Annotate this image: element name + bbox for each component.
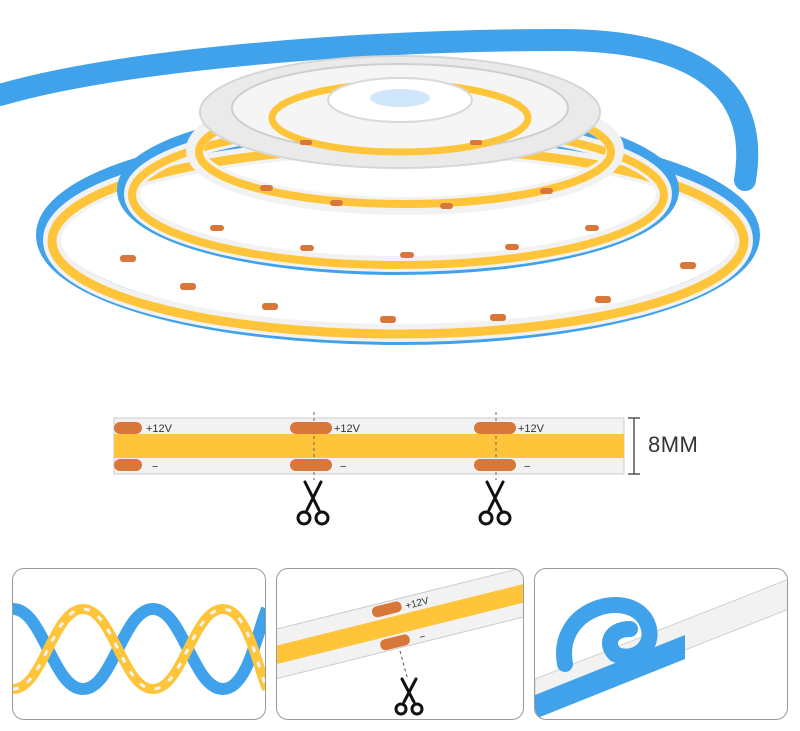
positive-label-1: +12V xyxy=(146,423,173,435)
adhesive-tape-image xyxy=(535,579,787,719)
negative-label-1: − xyxy=(152,461,158,473)
led-strip-reel-image xyxy=(0,28,760,345)
strip-dimension-diagram: +12V +12V +12V − − − xyxy=(113,412,640,526)
adhesive-backing-panel xyxy=(534,568,788,720)
twisted-strip-image xyxy=(13,602,265,696)
negative-label-2: − xyxy=(340,461,346,473)
strip-width-label: 8MM xyxy=(648,432,699,457)
scissors-icon xyxy=(478,480,512,526)
cut-panel-negative-label: − xyxy=(418,631,426,643)
flexibility-panel xyxy=(12,568,266,720)
positive-label-2: +12V xyxy=(334,423,361,435)
cut-point-panel: +12V − xyxy=(276,568,524,720)
positive-label-3: +12V xyxy=(518,423,545,435)
negative-label-3: − xyxy=(524,461,530,473)
scissors-icon xyxy=(394,677,424,716)
scissors-icon xyxy=(296,480,330,526)
